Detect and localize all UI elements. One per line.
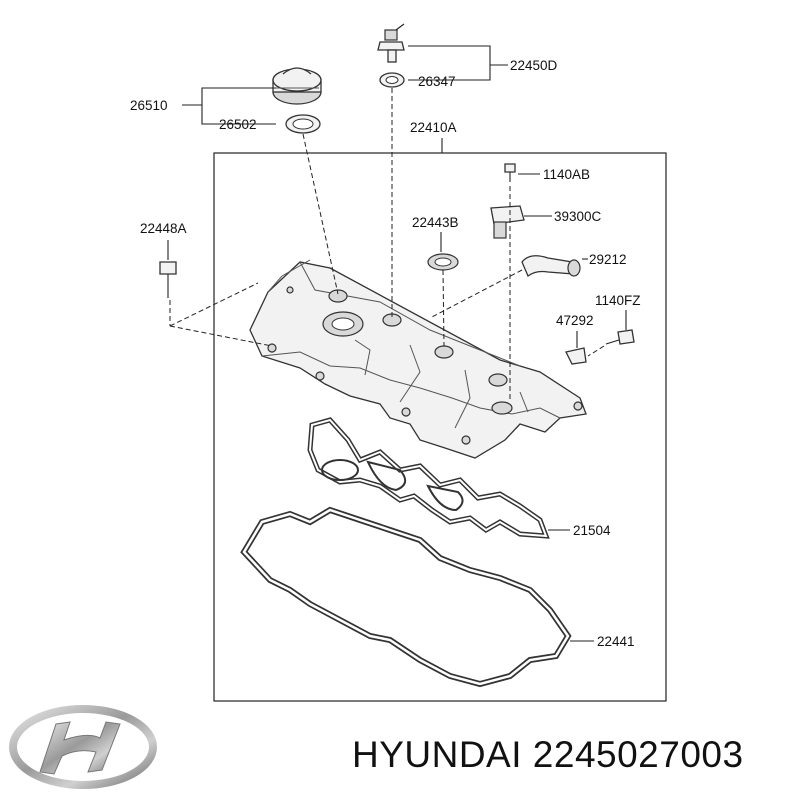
leader-26510-bracket (201, 87, 276, 125)
sensor-39300C-part (490, 205, 525, 239)
label-22450D: 22450D (510, 58, 558, 73)
label-22448A: 22448A (140, 221, 187, 236)
cap-gasket-part (285, 114, 321, 134)
label-21504: 21504 (573, 523, 611, 538)
label-47292: 47292 (556, 313, 594, 328)
cover-gasket-22441-part (240, 506, 572, 688)
bolt-22448A-part (159, 261, 177, 298)
oil-filler-cap-part (272, 67, 322, 105)
assembly-frame (213, 152, 667, 702)
spark-plug-gasket-21504-part (307, 417, 550, 539)
label-22410A: 22410A (410, 120, 457, 135)
label-1140AB: 1140AB (543, 167, 590, 182)
hyundai-logo (9, 705, 157, 789)
label-22441: 22441 (597, 634, 635, 649)
label-1140FZ: 1140FZ (595, 293, 641, 308)
bolt-1140FZ-part (605, 329, 635, 345)
label-26510: 26510 (130, 98, 168, 113)
hose-29212-part (521, 255, 581, 278)
label-22443B: 22443B (412, 215, 459, 230)
washer-26347-part (379, 72, 405, 88)
clip-47292-part (565, 347, 587, 365)
label-29212: 29212 (589, 252, 627, 267)
label-26347: 26347 (418, 74, 456, 89)
assembly-dashed-lines (169, 88, 605, 402)
brand-part-number: HYUNDAI 2245027003 (352, 734, 744, 775)
seal-22443B-part (427, 253, 459, 271)
label-26502: 26502 (219, 117, 257, 132)
leader-22450D-bracket (408, 45, 491, 81)
valve-cover-part (249, 259, 587, 459)
breather-plug-part (377, 23, 405, 63)
label-39300C: 39300C (554, 209, 602, 224)
bolt-1140AB-part (504, 163, 516, 182)
